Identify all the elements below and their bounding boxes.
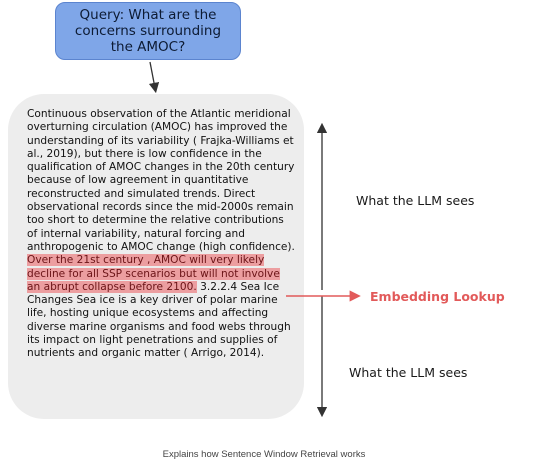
figure-caption: Explains how Sentence Window Retrieval w… [162, 449, 366, 460]
arrows-layer [148, 61, 361, 418]
document-text-after: 3.2.2.4 Sea Ice Changes Sea ice is a key… [27, 280, 291, 360]
llm-sees-bottom-label: What the LLM sees [349, 365, 468, 380]
query-text: Query: What are the concerns surrounding… [74, 7, 222, 55]
diagram-canvas: Query: What are the concerns surrounding… [8, 2, 505, 419]
document-text-before: Continuous observation of the Atlantic m… [27, 108, 295, 253]
query-arrow [148, 61, 160, 94]
llm-sees-top-label: What the LLM sees [356, 193, 475, 208]
query-box: Query: What are the concerns surrounding… [55, 2, 241, 60]
embedding-lookup-label: Embedding Lookup [370, 289, 505, 304]
document-text: Continuous observation of the Atlantic m… [27, 108, 295, 361]
